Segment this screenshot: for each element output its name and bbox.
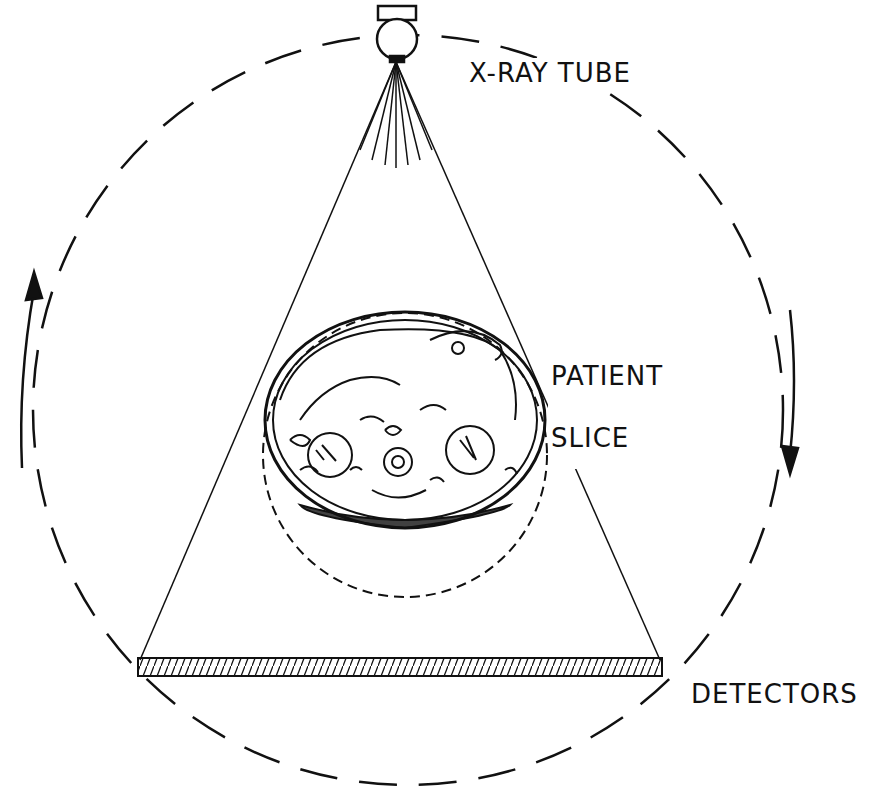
detector-label: DETECTORS: [688, 679, 861, 709]
rotation-arrows: [21, 272, 798, 474]
detector-array: [138, 658, 662, 676]
patient-label: PATIENT SLICE: [548, 345, 694, 469]
gantry-path: [33, 35, 783, 785]
patient-slice: [263, 312, 547, 597]
x-ray-tube: [377, 6, 417, 62]
tube-label: X-RAY TUBE: [466, 58, 634, 88]
